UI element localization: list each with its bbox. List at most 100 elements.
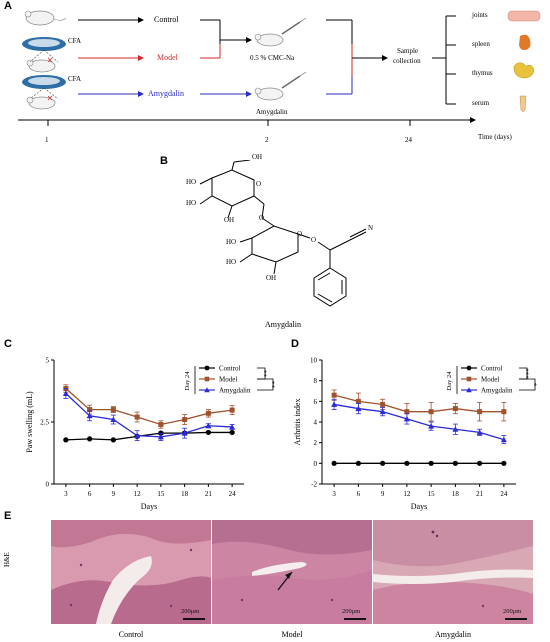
x-tick-label: 12 bbox=[403, 490, 411, 498]
organ-label-serum: serum bbox=[472, 99, 490, 107]
significance-bracket bbox=[257, 378, 274, 391]
y-tick-label: 8 bbox=[314, 377, 318, 385]
data-point bbox=[134, 414, 140, 420]
x-tick-label: 6 bbox=[357, 490, 361, 498]
data-point bbox=[403, 415, 410, 422]
data-point bbox=[500, 436, 507, 443]
y-tick-label: 5 bbox=[46, 357, 50, 365]
data-point bbox=[182, 417, 188, 423]
histology-model-image: 200μm bbox=[212, 520, 372, 624]
vehicle-label: 0.5 % CMC-Na bbox=[250, 54, 295, 62]
data-point bbox=[379, 408, 386, 415]
control-arrow bbox=[78, 17, 144, 23]
collection-bracket bbox=[326, 19, 388, 95]
series-line-amygdalin bbox=[334, 403, 505, 441]
spleen-icon bbox=[519, 34, 531, 51]
scale-bar-amygdalin bbox=[505, 618, 527, 620]
significance-bracket bbox=[519, 378, 536, 391]
y-tick-label: 6 bbox=[314, 398, 318, 406]
legend-label: Amygdalin bbox=[481, 387, 513, 395]
atom-o-2: O bbox=[259, 214, 265, 222]
data-point bbox=[158, 421, 164, 427]
data-point bbox=[157, 433, 164, 440]
data-point bbox=[110, 407, 116, 413]
data-point bbox=[86, 412, 93, 419]
x-tick-label: 24 bbox=[500, 490, 508, 498]
y-tick-label: 2 bbox=[314, 439, 318, 447]
x-tick-label: 15 bbox=[428, 490, 436, 498]
scale-label-amygdalin: 200μm bbox=[503, 608, 522, 615]
amygdalin-arrow bbox=[78, 91, 144, 97]
atom-ho-1: HO bbox=[186, 178, 197, 186]
y-axis-title: Arthritis index bbox=[293, 399, 302, 446]
gavage-mouse-icon bbox=[254, 17, 307, 47]
legend-title: Day 24 bbox=[446, 371, 453, 391]
data-point bbox=[229, 429, 235, 436]
panel-label-e: E bbox=[4, 510, 12, 522]
organ-label-thymus: thymus bbox=[472, 69, 493, 77]
data-point bbox=[476, 429, 483, 435]
x-tick-label: 21 bbox=[476, 490, 484, 498]
vehicle-bracket bbox=[200, 19, 252, 59]
stain-label: H&E bbox=[3, 552, 11, 567]
series-line-model bbox=[65, 388, 233, 426]
y-tick-label: 2.5 bbox=[40, 419, 49, 427]
data-point bbox=[428, 460, 434, 466]
legend-label: Control bbox=[219, 365, 240, 373]
atom-oh-1: OH bbox=[252, 153, 263, 161]
data-point bbox=[452, 460, 458, 466]
experiment-schematic bbox=[18, 10, 541, 126]
data-point bbox=[477, 460, 483, 466]
legend-marker bbox=[204, 365, 210, 371]
data-point bbox=[331, 460, 337, 466]
legend-label: Amygdalin bbox=[219, 387, 251, 395]
data-point bbox=[355, 398, 361, 404]
series-line-amygdalin bbox=[65, 393, 233, 438]
x-tick-label: 6 bbox=[88, 490, 92, 498]
timeline-tick-1: 1 bbox=[45, 136, 49, 144]
legend-marker bbox=[204, 376, 210, 382]
data-point bbox=[110, 416, 117, 423]
control-group-label: Control bbox=[154, 15, 179, 24]
x-tick-label: 18 bbox=[452, 490, 460, 498]
x-tick-label: 3 bbox=[332, 490, 336, 498]
significance-mark: *** bbox=[525, 368, 533, 379]
y-axis-title: Paw swelling (mL) bbox=[25, 391, 34, 453]
x-tick-label: 12 bbox=[134, 490, 142, 498]
panel-label-b: B bbox=[160, 155, 168, 167]
significance-mark: ** bbox=[263, 370, 271, 378]
data-point bbox=[331, 392, 337, 398]
legend-title: Day 24 bbox=[184, 371, 191, 391]
data-point bbox=[63, 437, 69, 443]
data-point bbox=[87, 436, 93, 442]
x-tick-label: 18 bbox=[181, 490, 189, 498]
scale-label-model: 200μm bbox=[342, 608, 361, 615]
histology-control-image: 200μm bbox=[51, 520, 211, 624]
legend-marker bbox=[466, 387, 472, 393]
sample-collection-line1: Sample bbox=[397, 47, 418, 55]
model-group-label: Model bbox=[157, 53, 178, 62]
x-tick-label: 9 bbox=[381, 490, 385, 498]
y-tick-label: 4 bbox=[314, 419, 318, 427]
data-point bbox=[87, 407, 93, 413]
scale-label-control: 200μm bbox=[181, 608, 200, 615]
data-point bbox=[501, 409, 507, 415]
data-point bbox=[205, 422, 212, 429]
legend-marker bbox=[466, 365, 472, 371]
atom-n: N bbox=[368, 224, 374, 232]
data-point bbox=[62, 390, 69, 396]
structure-caption: Amygdalin bbox=[265, 320, 301, 329]
x-axis-title: Days bbox=[141, 502, 157, 511]
amygdalin-mouse-icon bbox=[22, 75, 66, 110]
scale-bar-control bbox=[183, 618, 205, 620]
data-point bbox=[404, 409, 410, 415]
data-point bbox=[452, 406, 458, 412]
data-point bbox=[501, 460, 507, 466]
data-point bbox=[355, 460, 361, 466]
timeline-tick-24: 24 bbox=[405, 136, 412, 144]
data-point bbox=[380, 401, 386, 407]
histology-label-model: Model bbox=[281, 630, 303, 639]
x-tick-label: 9 bbox=[112, 490, 116, 498]
